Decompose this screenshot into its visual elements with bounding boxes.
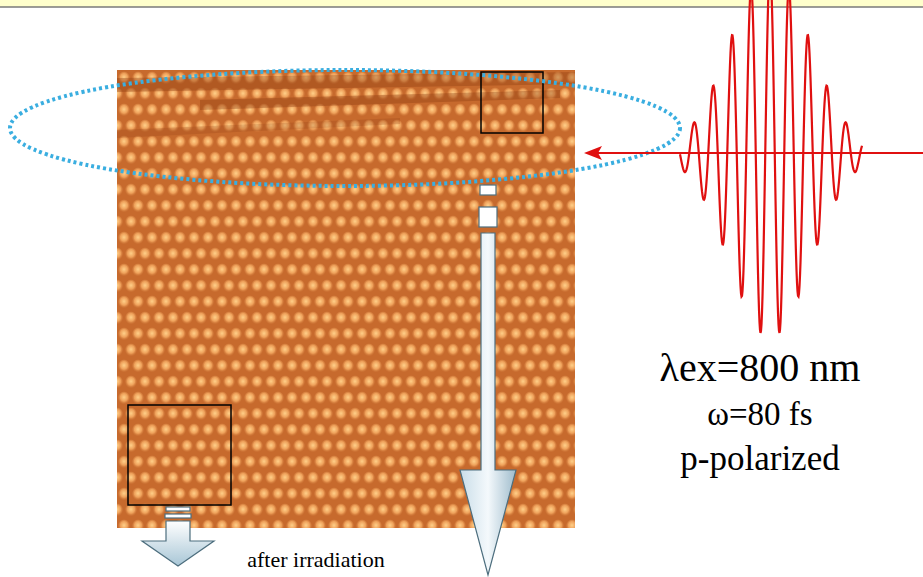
laser-beam: [598, 152, 923, 154]
zoom-arrow: [460, 185, 516, 575]
irradiated-region: [10, 70, 680, 186]
annotation-label: after irradiation: [247, 548, 384, 572]
surface-streaks: [117, 72, 575, 138]
laser-pulse: [680, 0, 862, 333]
scan-area-box: [481, 72, 543, 133]
annotation-label: p-polarized: [680, 440, 839, 479]
stm-image: [117, 70, 575, 528]
top-band: [0, 0, 923, 7]
annotation-label: ω=80 fs: [707, 396, 812, 432]
annotation-label: λex=800 nm: [660, 346, 861, 390]
scan-area-box: [128, 405, 231, 505]
zoom-arrow: [142, 507, 214, 566]
laser-arrowhead: [584, 146, 602, 160]
